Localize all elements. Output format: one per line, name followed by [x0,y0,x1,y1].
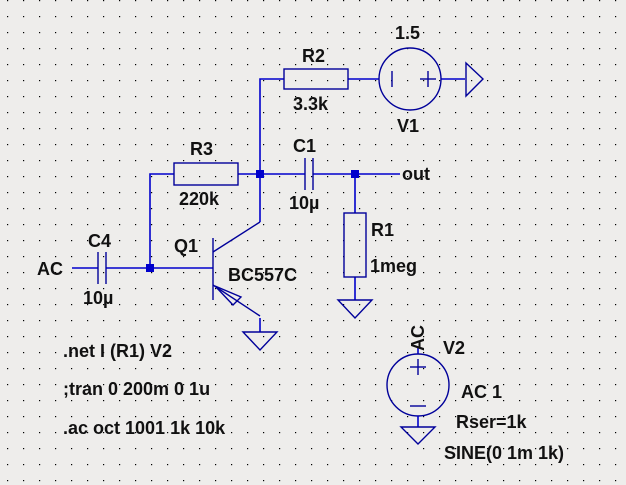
r2-value[interactable]: 3.3k [293,94,329,114]
net-label-ac[interactable]: AC [37,259,63,279]
ground-icon-r1 [336,299,374,320]
r2-name[interactable]: R2 [302,46,326,66]
junction-collector [256,170,264,178]
r3-value[interactable]: 220k [179,189,220,209]
junction-out [351,170,359,178]
v1-value[interactable]: 1.5 [395,23,421,43]
r1-value[interactable]: 1meg [370,256,418,276]
capacitor-c4-symbol[interactable] [97,252,107,284]
voltage-source-v1-symbol[interactable] [378,47,442,111]
resistor-r1-symbol[interactable] [343,212,367,278]
resistor-r3-symbol[interactable] [173,162,239,186]
wire-base-to-r3[interactable] [149,173,174,268]
v2-rser[interactable]: Rser=1k [456,412,527,432]
ground-icon-v2 [399,426,437,445]
c4-name[interactable]: C4 [88,231,112,251]
v2-sine[interactable]: SINE(0 1m 1k) [444,443,565,463]
directive-net[interactable]: .net I (R1) V2 [63,341,173,361]
net-label-out[interactable]: out [402,164,430,184]
q1-model[interactable]: BC557C [228,265,298,285]
r3-name[interactable]: R3 [190,139,214,159]
junction-base [146,264,154,272]
ground-icon-q1 [241,331,279,352]
c1-value[interactable]: 10µ [289,193,320,213]
c4-value[interactable]: 10µ [83,288,114,308]
c1-name[interactable]: C1 [293,136,317,156]
v1-name[interactable]: V1 [397,116,420,136]
resistor-r2-symbol[interactable] [283,68,349,90]
directive-tran[interactable]: ;tran 0 200m 0 1u [63,379,211,399]
net-label-v2-ac[interactable]: AC [408,325,428,351]
r1-name[interactable]: R1 [371,220,395,240]
v2-ac[interactable]: AC 1 [461,382,503,402]
v2-name[interactable]: V2 [443,338,466,358]
ground-icon-v1 [465,61,485,98]
q1-name[interactable]: Q1 [174,236,199,256]
transistor-q1-symbol[interactable] [212,221,261,317]
capacitor-c1-symbol[interactable] [304,158,314,190]
directive-ac[interactable]: .ac oct 1001 1k 10k [63,418,226,438]
